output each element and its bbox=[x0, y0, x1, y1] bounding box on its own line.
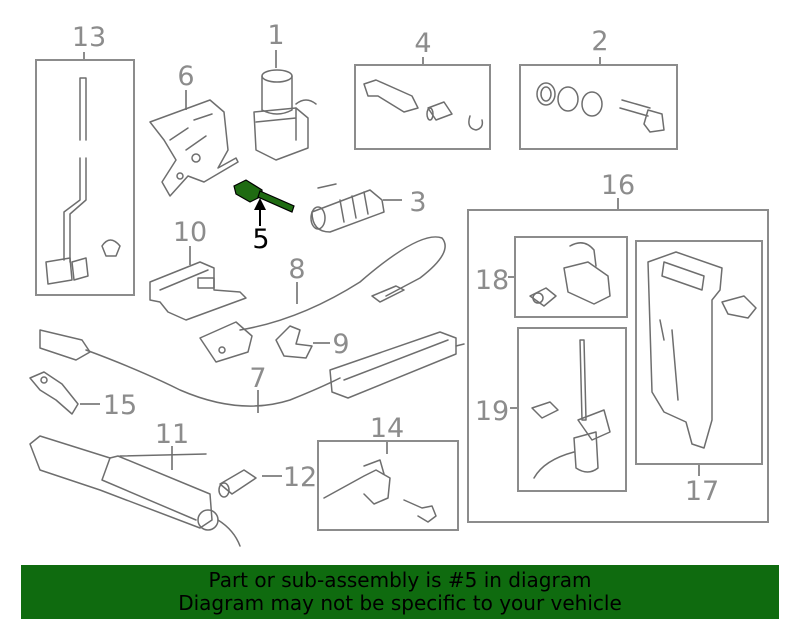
group-box-4 bbox=[354, 64, 491, 150]
part-7-cable bbox=[39, 329, 465, 407]
part-9-clip bbox=[275, 325, 313, 359]
callout-13: 13 bbox=[72, 22, 106, 53]
group-box-16 bbox=[467, 209, 769, 523]
group-box-18 bbox=[514, 236, 628, 318]
part-10-bracket bbox=[149, 261, 247, 321]
callout-6: 6 bbox=[177, 61, 194, 92]
part-4-kit bbox=[363, 79, 484, 131]
part-19-kit bbox=[531, 339, 611, 479]
banner-line-2: Diagram may not be specific to your vehi… bbox=[178, 591, 622, 615]
callout-4: 4 bbox=[414, 28, 431, 59]
callout-5: 5 bbox=[252, 224, 269, 255]
group-box-2 bbox=[519, 64, 678, 150]
part-14-kit bbox=[323, 459, 437, 523]
part-11-actuator bbox=[29, 435, 241, 547]
part-6-bracket bbox=[149, 99, 239, 197]
callout-17: 17 bbox=[685, 476, 719, 507]
info-banner: Part or sub-assembly is #5 in diagram Di… bbox=[21, 565, 779, 619]
part-5-highlighted bbox=[233, 179, 295, 226]
callout-2: 2 bbox=[591, 26, 608, 57]
callout-1: 1 bbox=[267, 20, 284, 51]
banner-line-1: Part or sub-assembly is #5 in diagram bbox=[208, 568, 592, 592]
callout-11: 11 bbox=[155, 419, 189, 450]
group-box-19 bbox=[517, 327, 627, 492]
callout-19: 19 bbox=[475, 396, 509, 427]
callout-7: 7 bbox=[249, 363, 266, 394]
callout-3: 3 bbox=[409, 187, 426, 218]
group-box-14 bbox=[317, 440, 459, 531]
part-8-cable bbox=[199, 236, 446, 363]
part-13-lever bbox=[45, 77, 121, 285]
part-3-motor bbox=[310, 183, 385, 233]
part-12-sensor bbox=[218, 469, 257, 498]
callout-16: 16 bbox=[601, 170, 635, 201]
part-17-bracket bbox=[647, 251, 757, 449]
callout-15: 15 bbox=[103, 390, 137, 421]
group-box-13 bbox=[35, 59, 135, 296]
part-1-pump bbox=[253, 69, 317, 161]
callout-9: 9 bbox=[332, 329, 349, 360]
part-18-kit bbox=[529, 242, 611, 307]
callout-14: 14 bbox=[370, 413, 404, 444]
callout-10: 10 bbox=[173, 217, 207, 248]
callout-8: 8 bbox=[288, 254, 305, 285]
part-15-bracket bbox=[29, 371, 79, 415]
callout-12: 12 bbox=[283, 462, 317, 493]
callout-18: 18 bbox=[475, 265, 509, 296]
part-2-kit bbox=[536, 82, 665, 133]
